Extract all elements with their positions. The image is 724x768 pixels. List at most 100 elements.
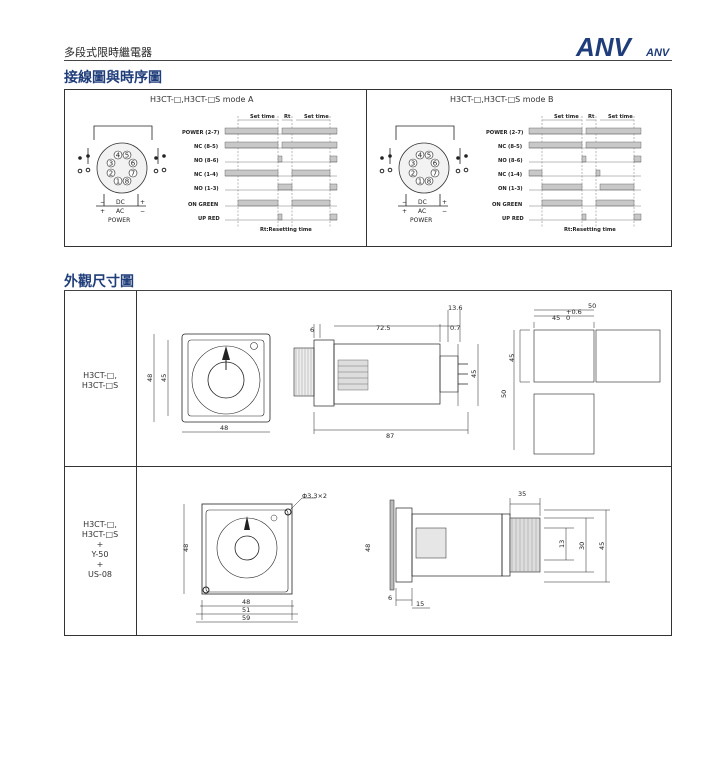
svg-text:6: 6 (433, 160, 438, 168)
front-view-drawing: 48 45 48 (146, 333, 271, 433)
signal-label: UP RED (502, 216, 524, 222)
svg-text:2: 2 (411, 170, 415, 178)
svg-text:3: 3 (109, 160, 113, 168)
anv-logo: ANV ANV (575, 32, 676, 64)
dimensions-section-title: 外觀尺寸圖 (64, 274, 134, 290)
header-rule (64, 60, 672, 61)
svg-text:Φ3.3×2: Φ3.3×2 (302, 492, 327, 500)
svg-text:7: 7 (131, 170, 135, 178)
signal-label: UP RED (198, 216, 220, 222)
svg-text:48: 48 (182, 544, 190, 552)
signal-label: NC (1-4) (194, 172, 218, 178)
svg-text:Set time: Set time (304, 114, 329, 120)
svg-text:45: 45 (470, 370, 478, 378)
svg-text:48: 48 (220, 424, 228, 432)
svg-text:72.5: 72.5 (376, 324, 390, 332)
svg-text:−: − (402, 199, 407, 206)
signal-label: POWER (2-7) (182, 130, 219, 136)
timing-chart-a: Set time Rt Set time POWER (2-7) NC (8-5… (182, 114, 338, 233)
row-divider (64, 466, 672, 467)
svg-text:45: 45 (160, 374, 168, 382)
svg-text:Rt: Rt (284, 114, 291, 120)
svg-text:0: 0 (566, 314, 570, 322)
dimensions-panel (64, 291, 672, 636)
svg-text:Set time: Set time (608, 114, 633, 120)
wiring-section-title: 接線圖與時序圖 (64, 70, 162, 86)
signal-label: POWER (2-7) (486, 130, 523, 136)
panel-cutout-drawing: 50 45 +0.6 0 45 50 (500, 302, 661, 455)
svg-text:3: 3 (411, 160, 415, 168)
wiring-diagram-a: 4 5 3 6 2 7 1 8 − DC + + AC − POWER (77, 125, 167, 224)
svg-text:45: 45 (508, 354, 516, 362)
signal-label: NO (8-6) (194, 158, 219, 164)
svg-text:4: 4 (116, 152, 121, 160)
svg-text:45: 45 (552, 314, 560, 322)
logo-text: ANV (575, 32, 634, 62)
svg-text:+: + (402, 208, 407, 215)
svg-text:AC: AC (116, 208, 124, 215)
svg-text:POWER: POWER (108, 217, 130, 224)
svg-text:+0.6: +0.6 (566, 308, 582, 316)
svg-text:51: 51 (242, 606, 250, 614)
svg-text:1: 1 (418, 178, 422, 186)
svg-text:48: 48 (364, 544, 372, 552)
panel-divider (366, 89, 367, 247)
svg-text:+: + (442, 199, 447, 206)
document-category: 多段式限時繼電器 (64, 46, 152, 59)
model-label-row2: H3CT-□,H3CT-□S +Y-50 +US-08 (81, 520, 119, 579)
wiring-timing-panel (64, 89, 672, 247)
svg-text:45: 45 (598, 542, 606, 550)
svg-text:+: + (100, 208, 105, 215)
svg-text:59: 59 (242, 614, 250, 622)
svg-text:−: − (140, 208, 145, 215)
svg-text:6: 6 (310, 326, 314, 334)
svg-text:8: 8 (125, 178, 129, 186)
front-with-adapter-drawing: Φ3.3×2 48 48 51 59 (182, 492, 327, 623)
svg-text:87: 87 (386, 432, 394, 440)
svg-text:−: − (100, 199, 105, 206)
label-column-divider (136, 291, 137, 636)
signal-label: NO (8-6) (498, 158, 523, 164)
svg-text:13.6: 13.6 (448, 304, 462, 312)
svg-text:35: 35 (518, 490, 526, 498)
section2-rule (64, 290, 672, 291)
svg-text:7: 7 (433, 170, 437, 178)
svg-text:DC: DC (116, 199, 125, 206)
svg-text:Rt:Resetting time: Rt:Resetting time (260, 227, 312, 233)
svg-text:5: 5 (427, 152, 431, 160)
svg-text:POWER: POWER (410, 217, 432, 224)
svg-text:DC: DC (418, 199, 427, 206)
svg-text:50: 50 (500, 390, 508, 398)
svg-text:6: 6 (131, 160, 136, 168)
signal-label: ON GREEN (492, 202, 522, 208)
svg-text:30: 30 (578, 542, 586, 550)
model-label-row1: H3CT-□,H3CT-□S (81, 371, 119, 390)
svg-text:1: 1 (116, 178, 120, 186)
wiring-diagram-b: 4 5 3 6 2 7 1 8 − DC + + AC − POWER (379, 125, 469, 224)
svg-text:AC: AC (418, 208, 426, 215)
signal-label: NC (8-5) (498, 144, 522, 150)
svg-text:Set time: Set time (250, 114, 275, 120)
timing-chart-b: Set time Rt Set time POWER (2-7) NC (8-5… (486, 114, 642, 233)
svg-text:15: 15 (416, 600, 424, 608)
svg-text:Set time: Set time (554, 114, 579, 120)
svg-text:Rt:Resetting time: Rt:Resetting time (564, 227, 616, 233)
signal-label: NC (1-4) (498, 172, 522, 178)
svg-text:8: 8 (427, 178, 431, 186)
signal-label: ON (1-3) (498, 186, 523, 192)
svg-text:48: 48 (242, 598, 250, 606)
side-view-drawing: 6 72.5 13.6 0.7 45 87 (293, 304, 479, 440)
svg-text:−: − (442, 208, 447, 215)
side-with-socket-drawing: 48 6 15 35 13 30 45 (364, 490, 610, 609)
svg-text:13: 13 (558, 540, 566, 548)
svg-text:4: 4 (418, 152, 423, 160)
signal-label: NO (1-3) (194, 186, 219, 192)
signal-label: NC (8-5) (194, 144, 218, 150)
svg-text:0.7: 0.7 (450, 324, 460, 332)
svg-text:5: 5 (125, 152, 129, 160)
svg-text:+: + (140, 199, 145, 206)
svg-text:2: 2 (109, 170, 113, 178)
svg-text:6: 6 (388, 594, 392, 602)
mode-b-title: H3CT-□,H3CT-□S mode B (450, 95, 554, 104)
logo-small-text: ANV (645, 47, 671, 59)
